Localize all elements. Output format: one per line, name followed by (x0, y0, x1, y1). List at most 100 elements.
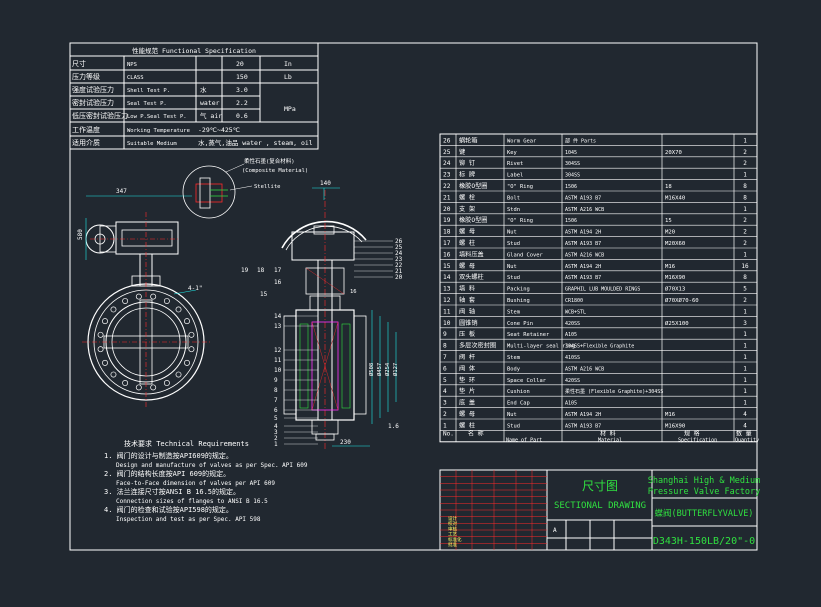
requirement-en: Connection sizes of flanges to ANSI B 16… (116, 498, 268, 505)
part-qty: 1 (743, 308, 747, 315)
part-no: 21 (443, 194, 451, 201)
part-no: 4 (443, 388, 447, 395)
callout-label: 16 (274, 279, 282, 286)
part-name-cn: 蜗轮箱 (459, 136, 478, 144)
bolt-hole (150, 293, 157, 300)
part-material: ASTM A193 B7 (565, 423, 601, 429)
bolt-hole (150, 384, 157, 391)
part-name-en: Stud (507, 241, 520, 247)
part-material: ASTM A216 WCB (565, 207, 604, 213)
part-name-cn: 阀 体 (459, 364, 476, 372)
part-name-en: Stud (507, 275, 520, 281)
part-material: 1045 (565, 150, 577, 156)
part-name-cn: 圆锥销 (459, 319, 478, 327)
spec-row-cn: 工作温度 (72, 125, 100, 134)
part-no: 11 (443, 308, 451, 315)
part-material: A105 (565, 332, 577, 338)
parts-header-spec-cn: 规 格 (684, 429, 700, 437)
part-qty: 2 (743, 240, 747, 247)
part-no: 9 (443, 331, 447, 338)
part-qty: 1 (743, 388, 747, 395)
part-no: 15 (443, 263, 451, 270)
bolt-hole (110, 306, 117, 313)
callout-label: 22 (395, 262, 403, 269)
spec-row-en: CLASS (127, 75, 144, 81)
part-name-en: Stem (507, 309, 520, 315)
part-no: 1 (443, 422, 447, 429)
bolt-hole (102, 359, 108, 366)
product-name: 蝶阀(BUTTERFLYVALVE) (655, 508, 754, 519)
bolt-hole (110, 371, 117, 378)
part-name-en: "O" Ring (507, 218, 533, 224)
part-material: 410SS (565, 355, 580, 361)
parts-header-no: No. (443, 430, 454, 437)
part-material: ASTM A193 B7 (565, 241, 601, 247)
vertical-dimension: Ø457 (376, 363, 383, 376)
part-no: 18 (443, 229, 451, 236)
valve-front-view: 347 580 4-1" (77, 188, 212, 408)
part-name-en: Stem (507, 355, 520, 361)
callout-label: 12 (274, 347, 282, 354)
part-qty: 2 (743, 160, 747, 167)
spec-row-en: NPS (127, 62, 137, 68)
part-no: 13 (443, 286, 451, 293)
dim-140: 140 (320, 180, 331, 187)
part-name-en: Space Collar (507, 378, 547, 384)
part-material: ASTM A193 B7 (565, 275, 601, 281)
spec-row-v2: 0.6 (236, 112, 248, 120)
part-no: 25 (443, 149, 451, 156)
part-spec: M16X90 (665, 423, 685, 429)
bolt-hole (188, 346, 195, 353)
callout-label: 9 (274, 377, 278, 384)
requirement-en: Inspection and test as per Spec. API 598 (116, 516, 261, 523)
part-name-en: Worm Gear (507, 138, 537, 144)
part-no: 2 (443, 411, 447, 418)
parts-header-spec-en: Specification (678, 437, 717, 443)
part-spec: M16X40 (665, 195, 685, 201)
bolt-hole (97, 331, 104, 338)
part-name-cn: 螺 母 (459, 410, 475, 418)
bolt-hole (163, 380, 170, 386)
part-material: 部 件 Parts (565, 137, 596, 144)
part-name-en: Label (507, 173, 523, 179)
bolt-hole (188, 331, 195, 338)
part-name-en: Bolt (507, 195, 520, 201)
spec-title: 性能规范 Functional Specification (132, 46, 256, 55)
part-qty: 1 (743, 137, 747, 144)
requirement-en: Design and manufacture of valves as per … (116, 462, 308, 469)
requirement-en: Face-to-Face dimension of valves per API… (116, 480, 275, 487)
part-qty: 1 (743, 331, 747, 338)
dim-16: 16 (350, 289, 357, 295)
callout-label: 2 (274, 435, 278, 442)
spec-row-v1: 水 (200, 85, 207, 94)
model-number: D343H-150LB/20"-0 (653, 536, 755, 547)
part-qty: 1 (743, 365, 747, 372)
part-material: 1506 (565, 218, 577, 224)
detail-view: 柔性石墨(复合材料) (Composite Material) Stellite (182, 157, 308, 219)
part-name-en: Seat Retainer (507, 332, 550, 338)
spec-row-en: Low P.Seal Test P. (127, 114, 187, 120)
callout-label: 20 (395, 274, 403, 281)
part-name-en: Stud (507, 423, 520, 429)
part-no: 26 (443, 137, 451, 144)
bolt-hole (163, 298, 170, 304)
part-qty: 1 (743, 172, 747, 179)
part-no: 23 (443, 172, 451, 179)
signature-label: 校对 (448, 520, 457, 527)
part-name-en: End Cap (507, 401, 530, 407)
dim-347: 347 (116, 188, 127, 195)
part-name-en: Cone Pin (507, 321, 533, 327)
bolt-hole (122, 298, 129, 304)
part-name-cn: 橡胶O型圈 (459, 182, 487, 190)
callout-label: 15 (260, 291, 268, 298)
part-name-cn: 标 牌 (459, 171, 475, 179)
part-qty: 1 (743, 377, 747, 384)
part-no: 14 (443, 274, 451, 281)
parts-header-mat-cn: 材 料 (600, 429, 616, 437)
part-material: ASTM A194 2H (565, 230, 601, 236)
part-qty: 5 (743, 286, 747, 293)
